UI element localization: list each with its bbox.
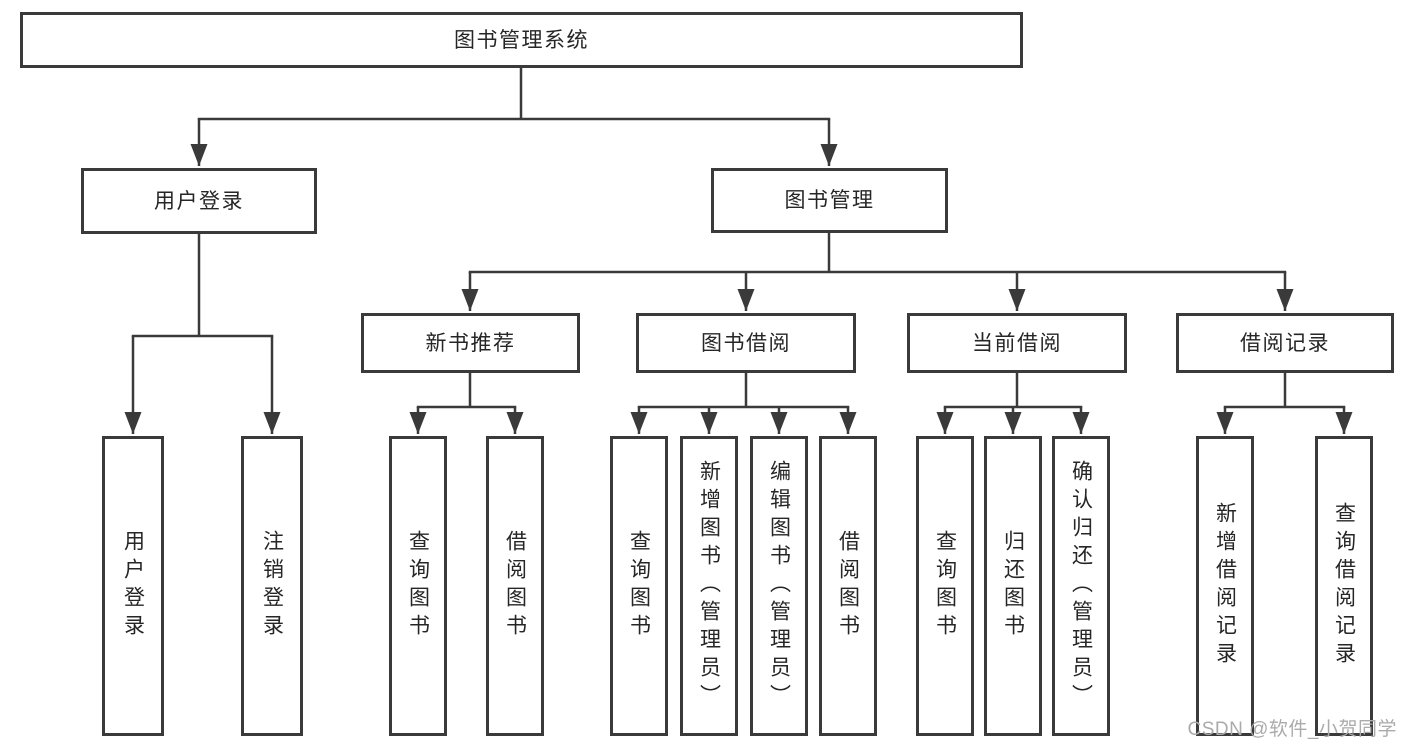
connector-book-management	[461, 233, 1294, 311]
leaf-return-books: 归还图书	[984, 436, 1042, 736]
node-label: 当前借阅	[972, 331, 1062, 355]
node-book-management: 图书管理	[711, 168, 948, 233]
node-label: 查询图书	[627, 530, 651, 642]
leaf-add-book-admin: 新增图书（管理员）	[680, 436, 738, 736]
node-label: 新增图书（管理员）	[697, 460, 721, 712]
node-book-borrowing: 图书借阅	[636, 313, 856, 373]
node-label: 查询借阅记录	[1332, 502, 1356, 670]
connector-current-borrowing	[936, 373, 1090, 434]
leaf-add-borrow-record: 新增借阅记录	[1196, 436, 1254, 736]
leaf-borrow-books-recommend: 借阅图书	[486, 436, 544, 736]
node-label: 借阅图书	[503, 530, 527, 642]
leaf-query-books-current: 查询图书	[916, 436, 974, 736]
node-label: 查询图书	[406, 530, 430, 642]
node-label: 查询图书	[933, 530, 957, 642]
node-label: 图书管理	[784, 189, 875, 212]
node-label: 图书管理系统	[454, 28, 589, 52]
node-label: 借阅记录	[1240, 331, 1330, 355]
node-label: 归还图书	[1001, 530, 1025, 642]
node-label: 确认归还（管理员）	[1069, 460, 1093, 712]
leaf-borrow-books-borrowing: 借阅图书	[819, 436, 877, 736]
node-label: 借阅图书	[836, 530, 860, 642]
leaf-confirm-return-admin: 确认归还（管理员）	[1052, 436, 1110, 736]
connector-borrowing-records	[1216, 373, 1353, 434]
connector-user-login	[124, 234, 281, 434]
node-label: 用户登录	[154, 189, 244, 213]
connector-book-borrowing	[630, 373, 857, 434]
leaf-edit-book-admin: 编辑图书（管理员）	[750, 436, 808, 736]
leaf-user-login: 用户登录	[102, 436, 164, 736]
node-label: 注销登录	[260, 530, 284, 642]
node-label: 图书借阅	[701, 331, 791, 355]
leaf-query-books-borrowing: 查询图书	[610, 436, 668, 736]
leaf-query-books-recommend: 查询图书	[389, 436, 447, 736]
watermark: CSDN @软件_小贺同学	[1187, 719, 1397, 740]
node-borrowing-records: 借阅记录	[1176, 313, 1394, 373]
node-library-management-system: 图书管理系统	[20, 12, 1023, 68]
node-label: 新书推荐	[425, 331, 516, 355]
node-label: 新增借阅记录	[1213, 502, 1237, 670]
node-new-book-recommendation: 新书推荐	[361, 313, 580, 373]
node-user-login: 用户登录	[81, 168, 317, 234]
leaf-logout: 注销登录	[241, 436, 303, 736]
node-label: 用户登录	[121, 530, 145, 642]
node-current-borrowing: 当前借阅	[907, 313, 1127, 373]
leaf-query-borrow-record: 查询借阅记录	[1315, 436, 1373, 736]
connector-root	[190, 68, 838, 166]
node-label: 编辑图书（管理员）	[767, 460, 791, 712]
connector-new-book-recommendation	[409, 373, 524, 434]
